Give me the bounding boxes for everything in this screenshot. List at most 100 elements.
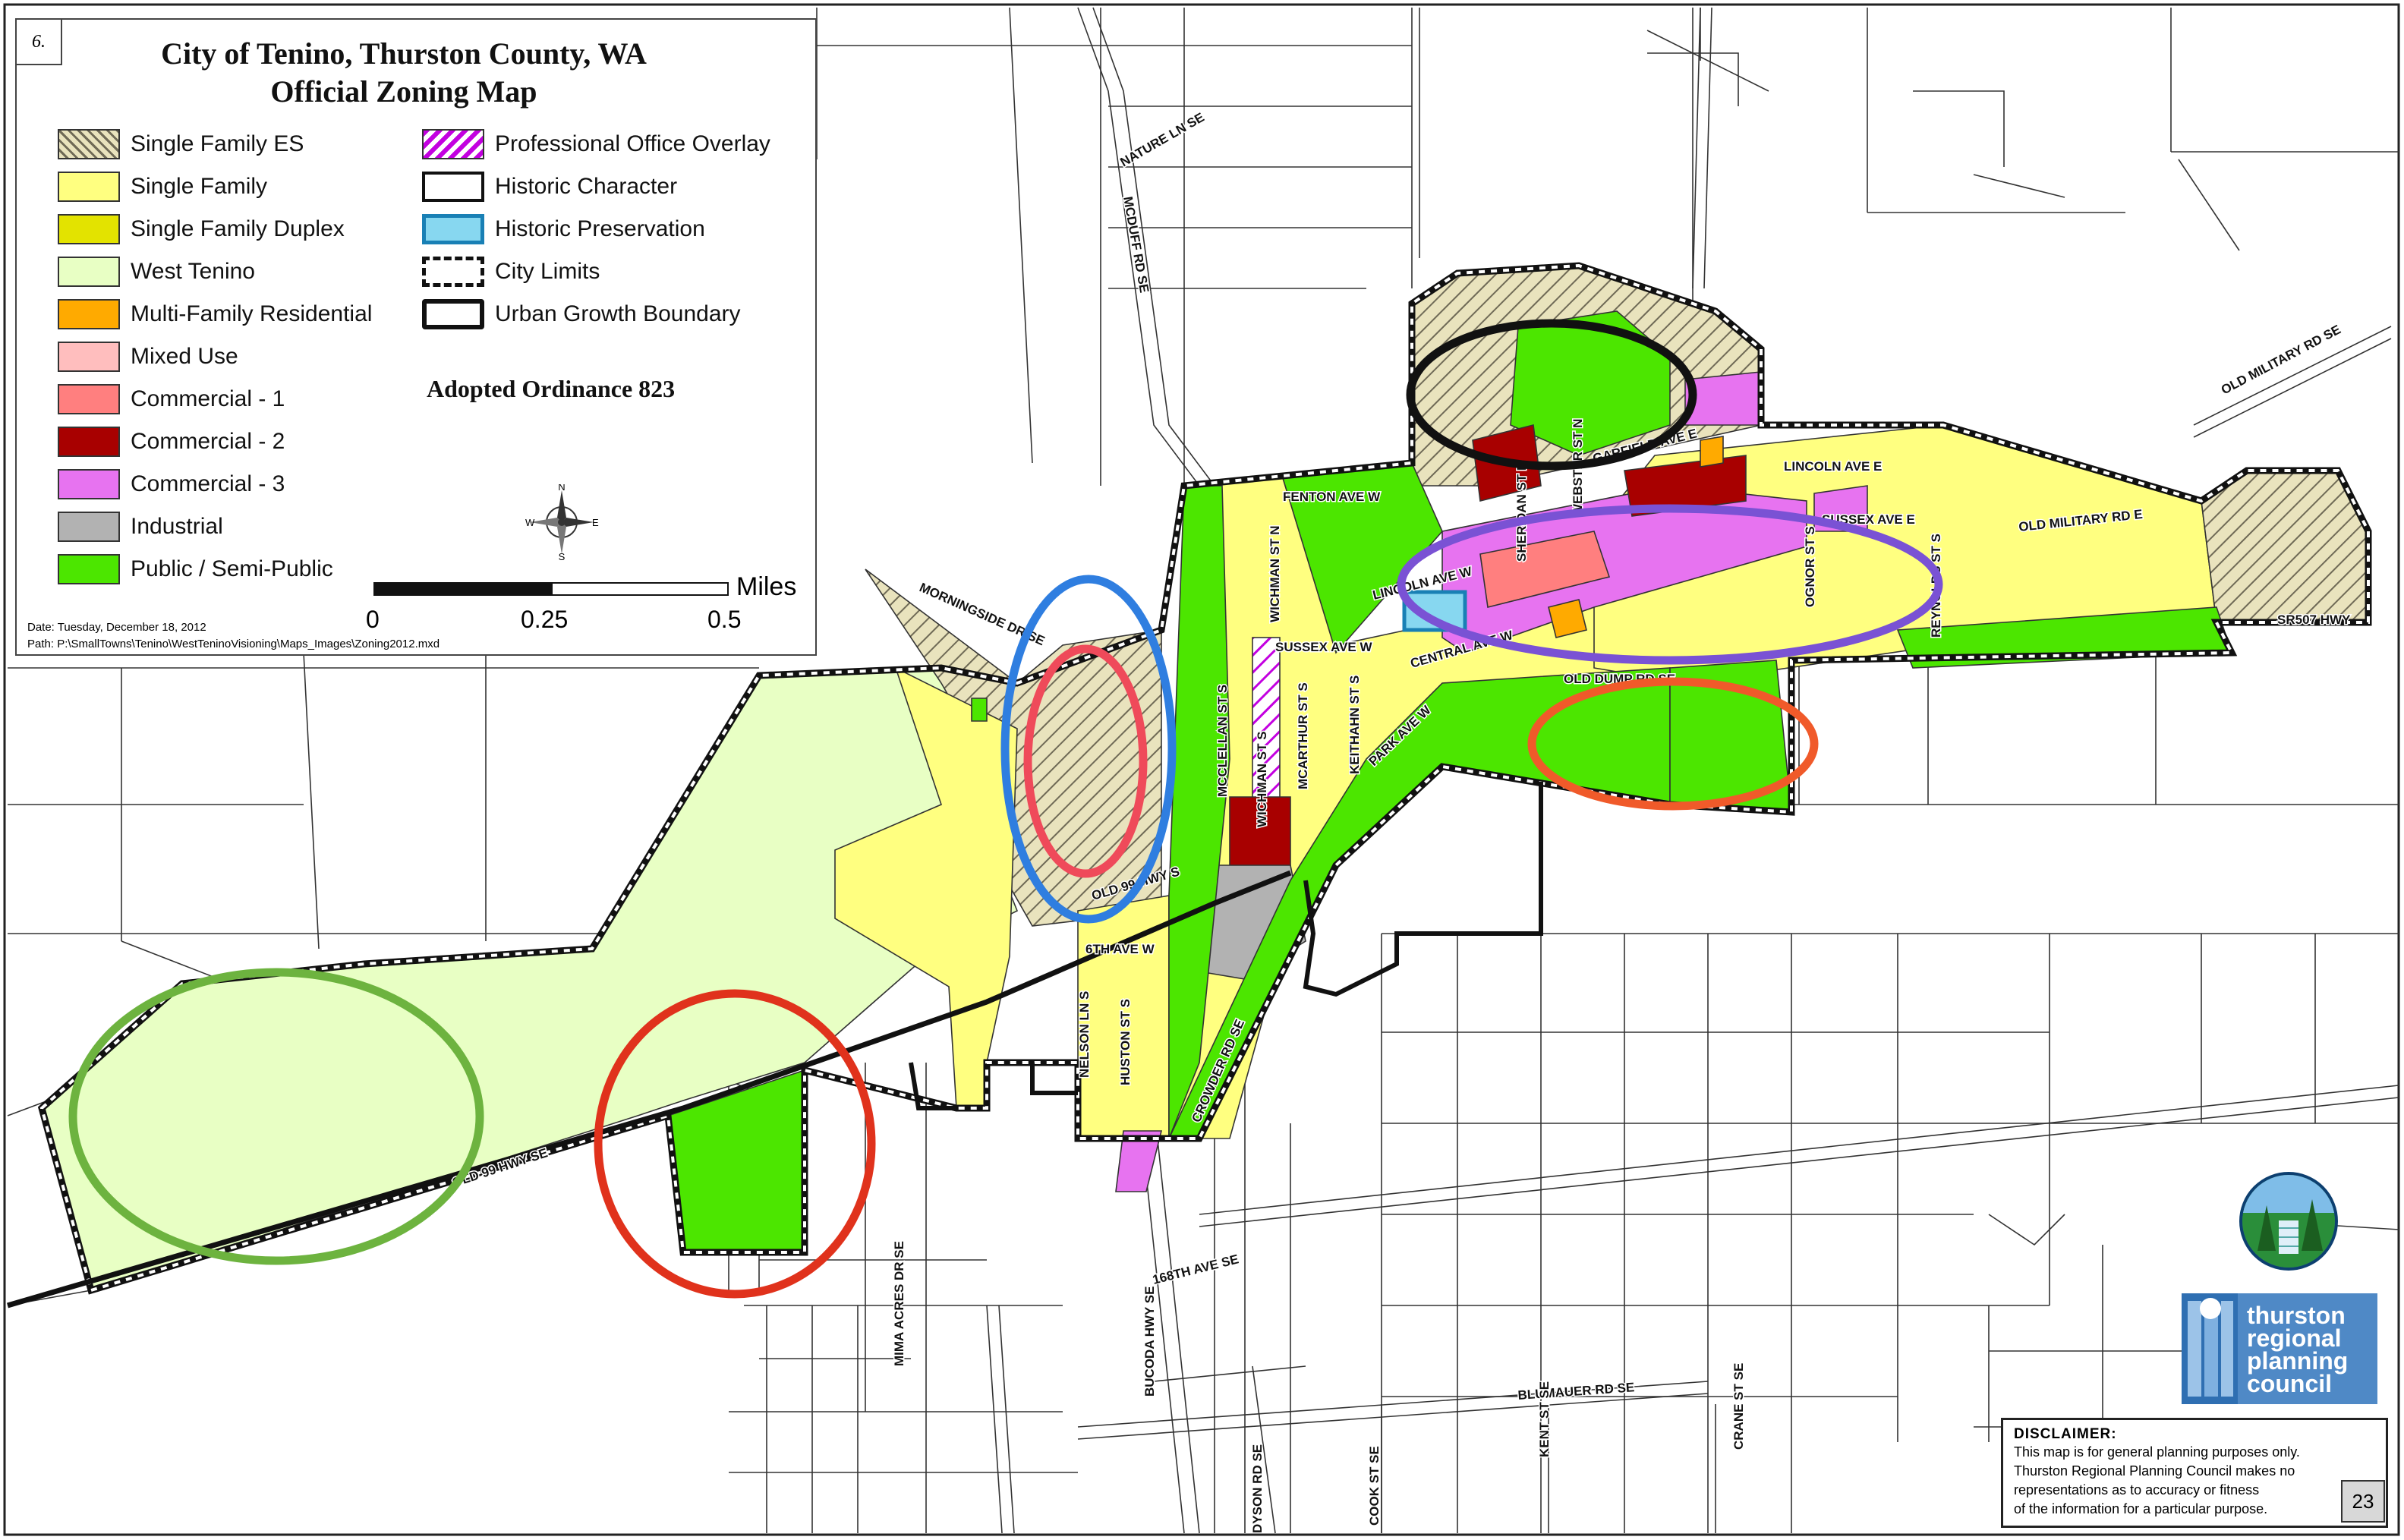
legend-item-historic-character: Historic Character: [422, 170, 677, 203]
legend-item-single-family-es: Single Family ES: [58, 128, 304, 161]
legend-item-historic-preservation: Historic Preservation: [422, 213, 705, 246]
street-label: MCARTHUR ST S: [1296, 682, 1310, 789]
annotation-ellipse-black: [1406, 319, 1697, 471]
scale-bar: [373, 582, 729, 596]
map-title-line1: City of Tenino, Thurston County, WA: [161, 36, 647, 71]
street-label: NELSON LN S: [1077, 991, 1092, 1078]
legend-item-public: Public / Semi-Public: [58, 553, 333, 586]
street-label: BUCODA HWY SE: [1142, 1286, 1157, 1397]
annotation-ellipses: [68, 319, 1943, 1299]
legend-label: City Limits: [495, 259, 600, 284]
street-label: DYSON RD SE: [1250, 1444, 1265, 1533]
legend-swatch: [58, 427, 120, 457]
legend-item-commercial-1: Commercial - 1: [58, 383, 285, 416]
north-arrow: N S W E: [525, 484, 599, 560]
legend-swatch: [58, 554, 120, 584]
annotation-ellipse-purple: [1397, 504, 1943, 665]
legend-swatch: [58, 384, 120, 414]
zone-commercial-1-core[interactable]: [1479, 531, 1611, 608]
zone-public-spot: [971, 698, 988, 722]
street-label: WICHMAN ST N: [1268, 526, 1282, 622]
legend-label: West Tenino: [131, 259, 255, 284]
zone-public-rail-north[interactable]: [1168, 485, 1230, 1139]
scale-tick-2: 0.5: [707, 606, 742, 633]
street-label: KENT ST SE: [1537, 1381, 1552, 1457]
legend-swatch: [422, 172, 484, 202]
street-label: SHERIDAN ST N: [1514, 461, 1529, 562]
zone-commercial-3-south[interactable]: [1115, 1130, 1163, 1192]
street-label: SUSSEX AVE W: [1275, 640, 1372, 654]
legend-swatch: [422, 257, 484, 287]
railroad-line: [7, 870, 1292, 1309]
page-number: 23: [2341, 1480, 2385, 1523]
legend-item-industrial: Industrial: [58, 510, 223, 543]
legend-item-urban-growth-boundary: Urban Growth Boundary: [422, 298, 741, 331]
agency-name-line: thurston: [2247, 1302, 2346, 1329]
agency-name: thurston regional planning council: [2247, 1302, 2349, 1396]
zone-multi-family-core[interactable]: [1548, 599, 1587, 638]
annotation-ellipse-pink: [1023, 644, 1148, 878]
annotation-ellipse-orange: [1527, 677, 1819, 811]
street-label: SR507 HWY: [2277, 613, 2351, 627]
legend-item-west-tenino: West Tenino: [58, 255, 255, 288]
legend-label: Historic Preservation: [495, 216, 705, 241]
disclaimer-box: DISCLAIMER: This map is for general plan…: [2001, 1418, 2388, 1528]
page-marker: 6.: [17, 20, 62, 65]
agency-name-line: regional: [2247, 1324, 2342, 1352]
legend-swatch: [422, 214, 484, 244]
legend-swatch: [58, 214, 120, 244]
street-label: CRANE ST SE: [1731, 1363, 1746, 1450]
urban-growth-boundary: [1303, 782, 1543, 997]
urban-growth-boundary-west: [909, 1062, 1078, 1110]
legend-label: Single Family: [131, 174, 268, 199]
legend-label: Historic Character: [495, 174, 678, 199]
legend-label: Mixed Use: [131, 344, 238, 369]
agency-seal: [2239, 1172, 2338, 1271]
legend-label: Commercial - 2: [131, 429, 285, 454]
street-label: 6TH AVE W: [1085, 942, 1155, 956]
legend-swatch: [58, 129, 120, 159]
street-label: LINCOLN AVE E: [1784, 459, 1882, 474]
street-label: COOK ST SE: [1367, 1446, 1382, 1526]
zone-multi-family-north[interactable]: [1700, 436, 1724, 468]
street-label: MCCLELLAN ST S: [1215, 685, 1230, 797]
legend-item-single-family-duplex: Single Family Duplex: [58, 213, 345, 246]
zone-single-family-es-east[interactable]: [2201, 470, 2369, 623]
zone-public-north[interactable]: [1510, 310, 1671, 456]
legend-label: Public / Semi-Public: [131, 556, 333, 581]
legend-label: Professional Office Overlay: [495, 131, 770, 156]
map-file-path: Path: P:\SmallTowns\Tenino\WestTeninoVis…: [27, 638, 440, 650]
street-label: OGNOR ST S: [1803, 526, 1817, 607]
trpc-mark-image: [2188, 1298, 2233, 1397]
scale-units: Miles: [736, 572, 797, 601]
street-label: MIMA ACRES DR SE: [892, 1241, 906, 1366]
agency-name-line: planning: [2247, 1347, 2349, 1375]
annotation-ellipse-green: [68, 968, 484, 1265]
legend-item-commercial-3: Commercial - 3: [58, 468, 285, 501]
map-date: Date: Tuesday, December 18, 2012: [27, 621, 206, 634]
annotation-ellipse-blue: [1000, 575, 1177, 924]
legend-swatch: [58, 257, 120, 287]
legend-label: Multi-Family Residential: [131, 301, 373, 326]
disclaimer-line: This map is for general planning purpose…: [2014, 1444, 2300, 1460]
scale-tick-1: 0.25: [521, 606, 569, 633]
north-label-e: E: [592, 517, 599, 528]
scale-tick-0: 0: [366, 606, 380, 633]
legend-swatch: [58, 469, 120, 499]
parcel-lines: [7, 7, 2399, 1533]
trpc-mark: [2182, 1293, 2238, 1404]
disclaimer-line: of the information for a particular purp…: [2014, 1501, 2268, 1516]
street-label: WICHMAN ST S: [1255, 731, 1269, 827]
north-label-w: W: [525, 517, 535, 528]
map-title-line2: Official Zoning Map: [270, 74, 537, 109]
disclaimer-line: Thurston Regional Planning Council makes…: [2014, 1463, 2295, 1479]
city-limits-boundary: [37, 262, 2372, 1295]
legend-item-multi-family: Multi-Family Residential: [58, 298, 372, 331]
agency-logo: thurston regional planning council: [2182, 1293, 2377, 1404]
disclaimer-title: DISCLAIMER:: [2014, 1426, 2117, 1442]
legend-swatch: [58, 512, 120, 542]
legend-panel: 6. City of Tenino, Thurston County, WA O…: [15, 18, 817, 656]
legend-swatch: [422, 299, 484, 329]
street-label: HUSTON ST S: [1118, 999, 1133, 1085]
